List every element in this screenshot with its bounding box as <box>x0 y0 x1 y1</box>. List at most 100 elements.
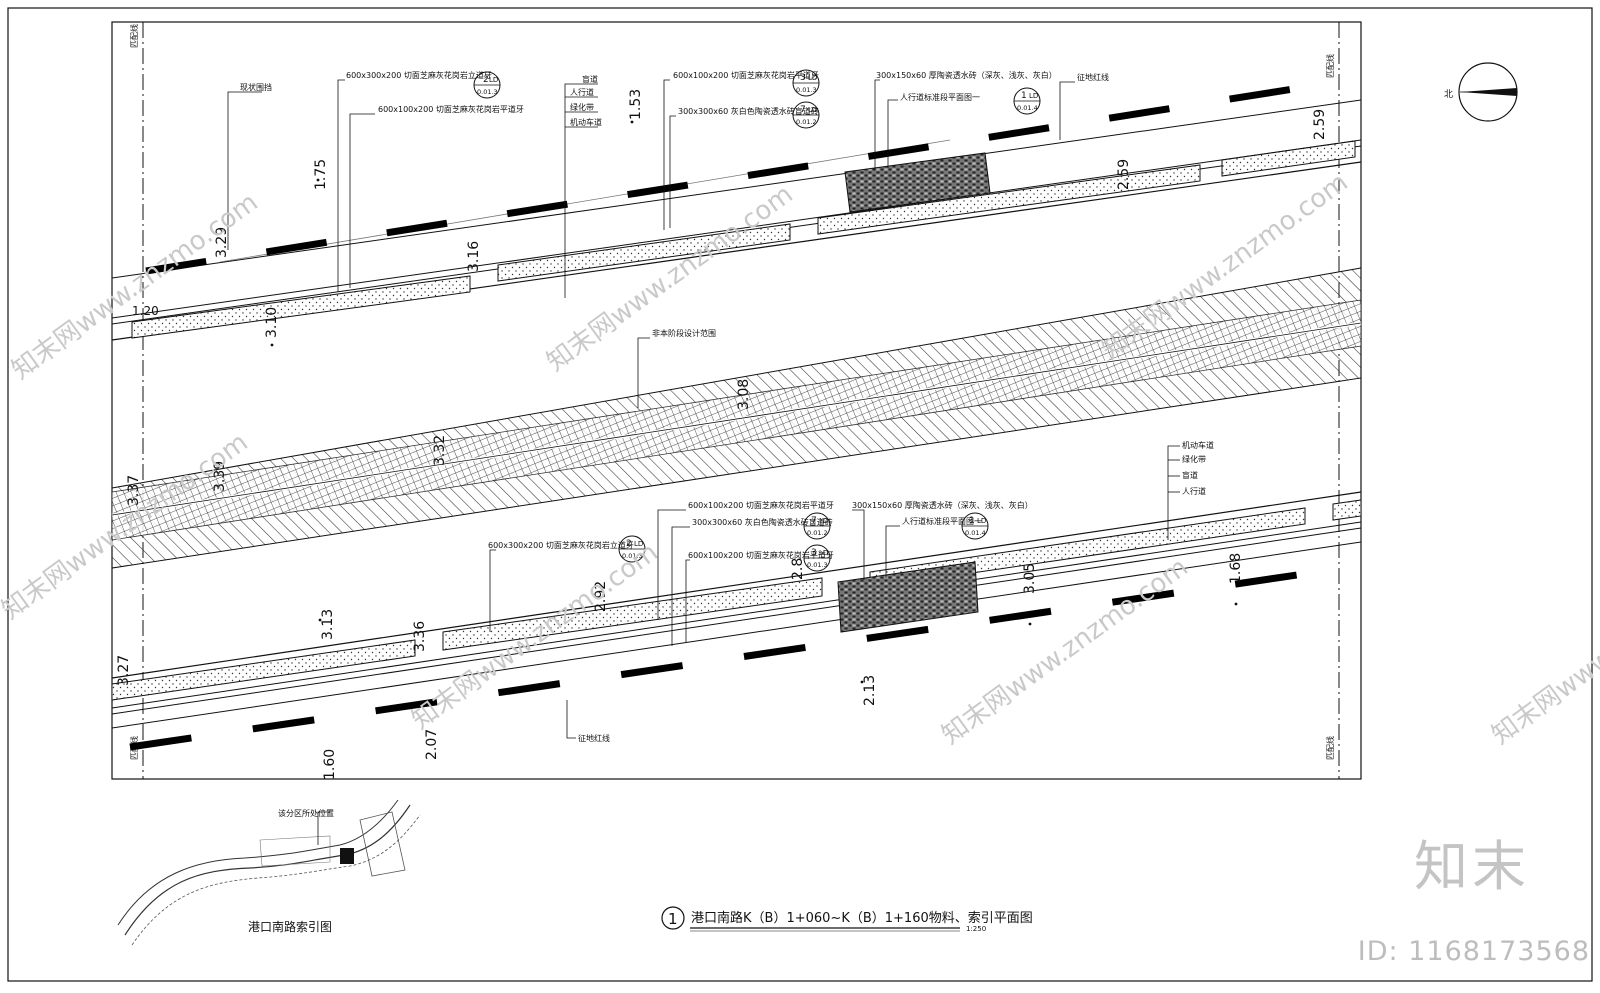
callout-stack-item: 人行道 <box>570 87 594 97</box>
red-line-dash <box>866 625 929 642</box>
drawing-scale: 1:250 <box>966 925 986 933</box>
elevation-label: 3.08 <box>736 379 752 410</box>
existing-wall-line <box>219 139 951 263</box>
red-line-dash <box>497 680 561 697</box>
red-line-dash <box>747 162 809 179</box>
elevation-label: 1.60 <box>322 749 338 780</box>
elevation-label: 2.59 <box>1312 109 1328 140</box>
match-line-label: 匹配线 <box>129 24 139 48</box>
detail-ref-bubble[interactable]: 7 LD 0.01.2 <box>803 512 831 540</box>
planting-strip <box>1221 140 1356 177</box>
detail-ref-bubble[interactable]: 3 LD 0.01.3 <box>803 544 831 572</box>
index-map-note: 该分区所处位置 <box>278 808 334 818</box>
callout-material: 600x300x200 切面芝麻灰花岗岩立道牙 <box>488 540 634 550</box>
elevation-label: 1.75 <box>313 159 329 190</box>
id-watermark: ID: 1168173568 <box>1357 936 1590 967</box>
elevation-label: 3.27 <box>116 655 132 686</box>
planting-strip <box>497 223 791 282</box>
top-road-side <box>111 99 1362 341</box>
red-line-dash <box>386 219 448 237</box>
bottom-red-line-dashes <box>129 571 1298 751</box>
elevation-label: 3.16 <box>466 241 482 272</box>
location-marker <box>340 848 354 864</box>
callout-red-line: 征地红线 <box>578 733 610 743</box>
planting-strip <box>111 639 416 701</box>
svg-text:LD: LD <box>489 76 498 84</box>
svg-text:2: 2 <box>626 539 632 549</box>
planting-strip <box>1332 499 1362 521</box>
detail-ref-bubble[interactable]: 3 LD 0.01.3 <box>792 69 820 97</box>
red-line-dash <box>867 143 930 160</box>
svg-text:7: 7 <box>811 516 817 526</box>
elevations-bottom: 3.27 3.13 3.36 2.92 2.8 3.05 1.68 2.13 2… <box>116 553 1244 780</box>
svg-text:3: 3 <box>800 73 806 83</box>
callout-material: 600x100x200 切面芝麻灰花岗岩平道牙 <box>378 104 524 114</box>
red-line-dash <box>743 643 806 660</box>
red-line-dash <box>375 698 438 715</box>
callout-stack-item: 绿化带 <box>570 102 594 112</box>
svg-text:7: 7 <box>800 105 806 115</box>
elevation-label: 3.36 <box>412 621 428 652</box>
elevation-label: 1.20 <box>132 304 159 318</box>
callout-material: 300x300x60 灰白色陶瓷透水砖盲道砖 <box>678 106 819 116</box>
sheet-border <box>7 7 1593 982</box>
callout-material: 600x100x200 切面芝麻灰花岗岩平道牙 <box>673 70 819 80</box>
elevation-label: 3.32 <box>432 435 448 466</box>
callout-existing-wall: 现状围挡 <box>240 82 272 92</box>
callout-stack-item: 人行道 <box>1182 486 1206 496</box>
elevation-label: 2.07 <box>424 729 440 760</box>
callout-material: 600x100x200 切面芝麻灰花岗岩平道牙 <box>688 550 834 560</box>
elevation-label: 1.68 <box>1228 553 1244 584</box>
title-number: 1 <box>668 910 678 928</box>
index-map: 该分区所处位置 港口南路索引图 <box>117 799 421 946</box>
crossing-paving <box>844 152 991 213</box>
callout-material: 600x300x200 切面芝麻灰花岗岩立道牙 <box>346 70 492 80</box>
callout-stack-item: 机动车道 <box>1182 440 1214 450</box>
svg-text:0.01.3: 0.01.3 <box>622 552 643 560</box>
elevation-label: 3.10 <box>264 307 280 338</box>
median-line-stroke <box>111 322 1362 516</box>
bottom-road-side <box>111 491 1362 729</box>
callout-red-line: 征地红线 <box>1077 72 1109 82</box>
svg-text:LD: LD <box>977 517 986 525</box>
svg-text:0.01.4: 0.01.4 <box>1017 104 1038 112</box>
red-line-dash <box>1108 105 1170 122</box>
planting-strip <box>817 164 1201 235</box>
callout-stack-item: 绿化带 <box>1182 454 1206 464</box>
red-line-dash <box>265 238 328 256</box>
svg-text:3: 3 <box>811 548 817 558</box>
elevation-label: 2.92 <box>593 581 609 612</box>
elevation-label: 3.13 <box>320 609 336 640</box>
svg-text:0.01.2: 0.01.2 <box>807 529 828 537</box>
crossing-paving <box>837 561 979 633</box>
svg-text:LD: LD <box>808 74 817 82</box>
svg-text:1: 1 <box>1021 91 1027 101</box>
red-line-dash <box>620 662 684 679</box>
carriageway-edge <box>111 491 1362 679</box>
elevation-label: 2.8 <box>790 558 806 580</box>
svg-text:0.01.3: 0.01.3 <box>807 561 828 569</box>
svg-text:2: 2 <box>483 75 489 85</box>
red-line-dash <box>1234 571 1298 588</box>
callout-material: 300x150x60 厚陶瓷透水砖（深灰、浅灰、灰白） <box>876 70 1057 80</box>
callout-material: 300x300x60 灰白色陶瓷透水砖盲道砖 <box>692 517 833 527</box>
elevation-label: 2.59 <box>1116 159 1132 190</box>
callout-material: 600x100x200 切面芝麻灰花岗岩平道牙 <box>688 500 834 510</box>
callout-scope: 非本阶段设计范围 <box>652 328 716 338</box>
red-line-dash <box>1229 86 1291 103</box>
north-label: 北 <box>1444 89 1453 100</box>
detail-ref-bubble[interactable]: 1 LD 0.01.4 <box>961 512 989 540</box>
red-line-dash <box>627 181 689 199</box>
elevation-label: 3.05 <box>1022 563 1038 594</box>
planting-strip <box>442 577 823 651</box>
svg-text:LD: LD <box>819 549 828 557</box>
red-line-dash <box>1111 589 1175 606</box>
detail-ref-bubble[interactable]: 7 LD 0.01.2 <box>792 101 820 129</box>
detail-ref-bubble[interactable]: 2 LD 0.01.3 <box>473 71 501 99</box>
detail-ref-bubble[interactable]: 1 LD 0.01.4 <box>1013 87 1041 115</box>
red-line-top <box>111 99 1362 279</box>
detail-ref-bubble[interactable]: 2 LD 0.01.3 <box>618 535 646 563</box>
svg-text:LD: LD <box>819 517 828 525</box>
svg-text:1: 1 <box>969 516 975 526</box>
